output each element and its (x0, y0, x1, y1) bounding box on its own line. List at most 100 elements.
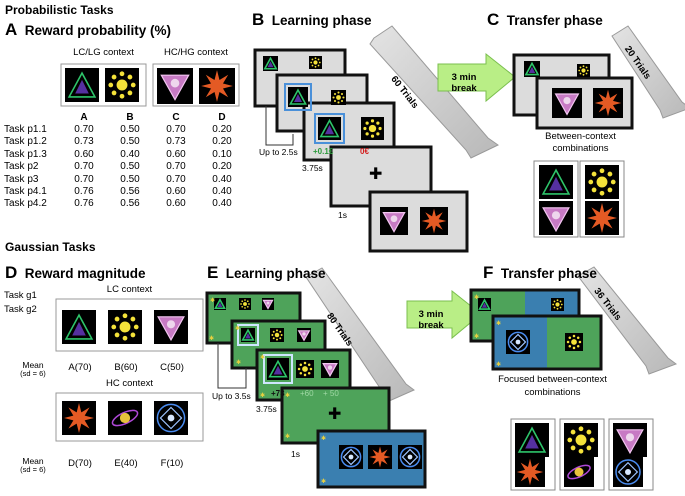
corner-marker: ✱ (210, 297, 215, 304)
corner-marker: ✱ (496, 361, 501, 368)
hc-context-label: HC/HG context (164, 47, 228, 58)
feedback-time-b: 3.75s (302, 163, 323, 173)
trials-arrow-f (577, 266, 678, 375)
break-arrow-bottom (406, 289, 482, 340)
panel-f-header: F Transfer phase (483, 263, 597, 283)
lc-value-c: C(50) (160, 362, 184, 373)
probability-cell: 0.10 (212, 148, 232, 160)
combo-box-c1 (533, 160, 579, 238)
gaussian-section-title: Gaussian Tasks (5, 240, 96, 254)
panel-c-header: C Transfer phase (487, 10, 603, 30)
probability-cell: 0.70 (74, 173, 94, 185)
probability-cell: 0.60 (166, 198, 186, 210)
corner-marker: ✱ (285, 392, 290, 399)
hc-value-f: F(10) (160, 458, 184, 469)
lc-context-box (60, 63, 147, 107)
combo-box-c2 (579, 160, 625, 238)
hc-context-box-d (55, 392, 204, 442)
probabilistic-section-title: Probabilistic Tasks (5, 3, 114, 17)
selection-highlight-e (237, 324, 259, 346)
task-g2-label: Task g2 (4, 304, 37, 315)
lc-context-label-d: LC context (106, 284, 153, 295)
hc-context-label-d: HC context (106, 378, 153, 389)
lc-context-box-d (55, 298, 204, 352)
task-name-cell: Task p1.1 (4, 124, 47, 136)
table-row: Task p4.2 0.76 0.56 0.60 0.40 (4, 198, 246, 210)
table-header-row: A B C D (4, 111, 246, 123)
trials-arrow-c (611, 25, 685, 119)
col-header: A (80, 111, 88, 123)
outcome-3: + 50 (323, 389, 339, 398)
panel-d-letter: D (5, 263, 18, 282)
task-g1-label: Task g1 (4, 290, 37, 301)
corner-marker: ✱ (474, 294, 479, 301)
probability-cell: 0.60 (74, 148, 94, 160)
corner-marker: ✱ (496, 320, 501, 327)
probability-cell: 0.70 (166, 173, 186, 185)
corner-marker: ✱ (321, 478, 326, 485)
hc-value-e: E(40) (114, 458, 138, 469)
probability-cell: 0.76 (74, 198, 94, 210)
lc-value-b: B(60) (114, 362, 138, 373)
panel-a-header: A Reward probability (%) (5, 20, 171, 40)
corner-marker: ✱ (321, 435, 326, 442)
panel-e-title: Learning phase (225, 266, 326, 281)
panel-a-title: Reward probability (%) (24, 23, 171, 38)
task-name-cell: Task p4.1 (4, 186, 47, 198)
probability-cell: 0.70 (74, 124, 94, 136)
task-name-cell: Task p1.3 (4, 148, 47, 160)
corner-marker: ✱ (260, 392, 265, 399)
fixation-time-b: 1s (338, 210, 347, 220)
probability-cell: 0.20 (212, 161, 232, 173)
transfer-caption-c: Between-context combinations (545, 131, 616, 154)
probability-cell: 0.40 (212, 173, 232, 185)
selection-highlight-b2 (314, 113, 345, 144)
fixation-cross-e: ✚ (328, 406, 342, 423)
probability-cell: 0.60 (166, 186, 186, 198)
probability-cell: 0.50 (120, 124, 140, 136)
transfer-caption-f-line1: Focused between-context (498, 374, 607, 385)
combo-box-f2 (559, 418, 605, 491)
panel-b-letter: B (252, 10, 265, 29)
mean-label-hc: Mean (22, 456, 44, 466)
panel-d-title: Reward magnitude (24, 266, 146, 281)
sd-label-lc: (sd = 6) (20, 369, 46, 378)
probability-cell: 0.56 (120, 186, 140, 198)
fixation-time-e: 1s (291, 449, 300, 459)
col-header: D (218, 111, 226, 123)
table-row: Task p4.1 0.76 0.56 0.60 0.40 (4, 185, 246, 197)
probability-cell: 0.60 (166, 148, 186, 160)
task-name-cell: Task p4.2 (4, 198, 47, 210)
probability-cell: 0.56 (120, 198, 140, 210)
panel-c-title: Transfer phase (506, 13, 603, 28)
reward-probability-table: A B C D Task p1.1 0.70 0.50 0.70 0.20 Task p1… (4, 111, 246, 210)
up-to-label-e: Up to 3.5s (212, 391, 251, 401)
probability-cell: 0.50 (120, 173, 140, 185)
panel-b-header: B Learning phase (252, 10, 372, 30)
probability-cell: 0.40 (212, 186, 232, 198)
panel-c-letter: C (487, 10, 500, 29)
break-label-bottom: 3 min break (418, 309, 444, 331)
screen-f2 (491, 314, 603, 371)
corner-marker: ✱ (235, 325, 240, 332)
break-arrow-top (437, 52, 516, 103)
combo-box-f3 (608, 418, 654, 491)
corner-marker: ✱ (260, 354, 265, 361)
loss-label: 0€ (360, 147, 369, 156)
col-header: C (172, 111, 180, 123)
fixation-cross-b: ✚ (369, 166, 383, 183)
time-bracket-b (265, 106, 294, 146)
hc-context-box (152, 63, 240, 107)
trials-arrow-b (369, 25, 499, 159)
probability-cell: 0.76 (74, 186, 94, 198)
outcome-2: +60 (300, 389, 314, 398)
corner-marker: ✱ (209, 335, 214, 342)
panel-e-letter: E (207, 263, 219, 282)
probability-cell: 0.40 (212, 198, 232, 210)
corner-marker: ✱ (474, 333, 479, 340)
panel-b-title: Learning phase (271, 13, 372, 28)
